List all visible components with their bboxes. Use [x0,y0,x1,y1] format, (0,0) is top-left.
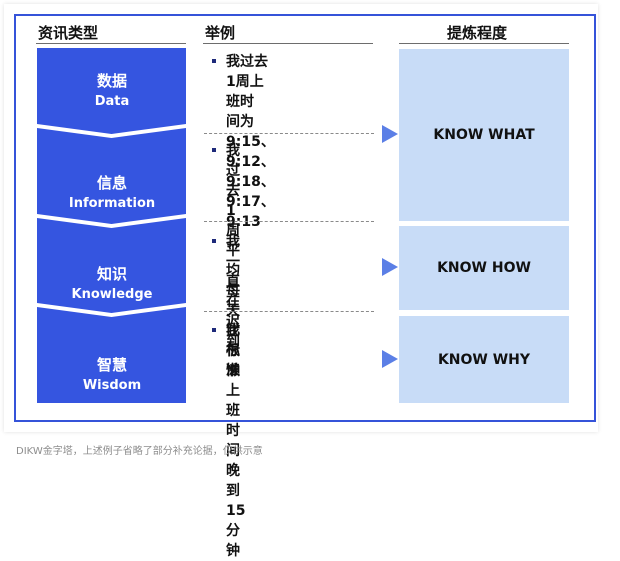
divider [204,221,374,222]
dikw-chevron-column [37,48,186,403]
header-refine: 提炼程度 [447,24,508,42]
stage-data-cn: 数据 [96,72,127,90]
divider [204,311,374,312]
stage-knowledge-cn: 知识 [96,265,127,283]
header-example: 举例 [205,24,236,42]
chevron-data [37,48,186,134]
header-type: 资讯类型 [38,24,99,42]
header-refine-underline [399,43,569,44]
refine-box-know-why: KNOW WHY [399,316,569,403]
refine-label: KNOW WHY [437,351,531,368]
bullet-icon [212,59,216,63]
stage-wisdom-en: Wisdom [82,378,142,393]
pointer-triangle-icon [382,350,398,368]
refine-box-know-what: KNOW WHAT [399,49,569,221]
bullet-icon [212,328,216,332]
chevron-wisdom [37,307,186,403]
pointer-triangle-icon [382,258,398,276]
bullet-icon [212,148,216,152]
divider [204,133,374,134]
refine-label: KNOW HOW [437,260,531,276]
stage-information-en: Information [68,196,156,211]
header-example-underline [203,43,373,44]
chevron-information [37,128,186,224]
diagram-frame [14,14,596,422]
refine-label: KNOW WHAT [433,127,535,143]
stage-information-cn: 信息 [96,174,127,192]
example-wisdom-line-1: 我很懒 [226,323,240,379]
pointer-triangle-icon [382,125,398,143]
chevron-knowledge [37,218,186,313]
example-data-line-2: 间为9:15、9:12、 [226,114,275,170]
stage-wisdom-cn: 智慧 [96,356,127,374]
example-information-line-1: 我过去1周平均每 [226,143,240,299]
example-knowledge-line-1: 我一直在迟到 [226,234,240,350]
stage-data-en: Data [94,94,130,109]
example-information-line-3: 晚到15分钟 [226,463,246,559]
refine-box-know-how: KNOW HOW [399,226,569,310]
bullet-icon [212,239,216,243]
example-data-line-3: 9:18、9:17、9:13 [226,174,275,230]
figure-caption: DIKW金字塔，上述例子省略了部分补充论据，仅供示意 [16,446,263,457]
example-data-line-1: 我过去1周上班时 [226,54,268,110]
stage-knowledge-en: Knowledge [71,287,153,302]
header-type-underline [36,43,186,44]
